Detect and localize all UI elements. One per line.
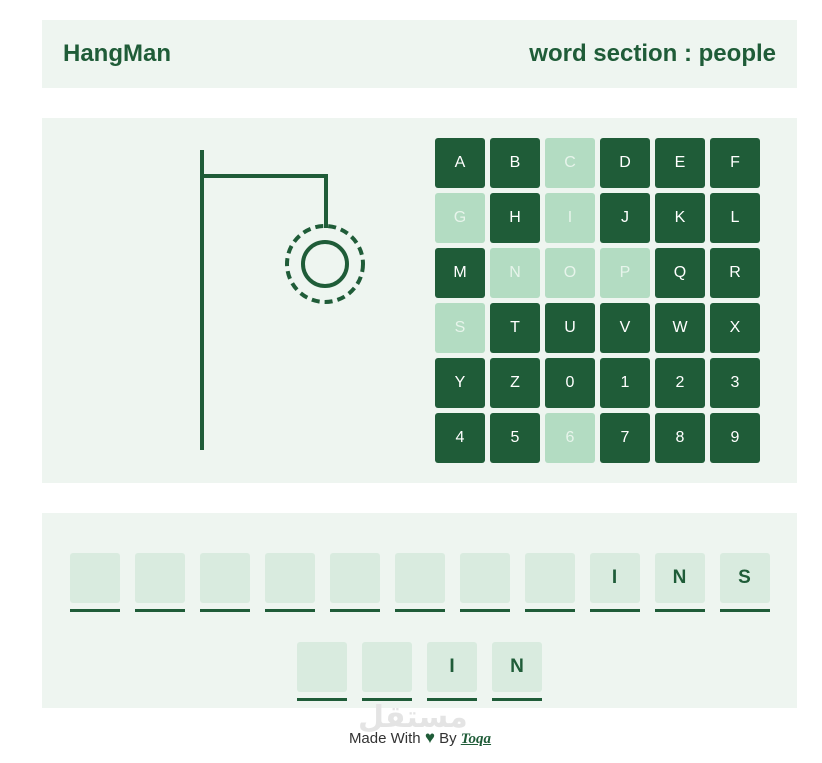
letter-slot-value <box>264 553 315 603</box>
letter-slot-value <box>134 553 185 603</box>
letter-key-0[interactable]: 0 <box>545 358 595 408</box>
letter-key-m[interactable]: M <box>435 248 485 298</box>
letter-slot-underline <box>589 609 640 612</box>
letter-slot-value: N <box>654 553 705 603</box>
letter-slot: S <box>719 553 770 612</box>
letter-slot-underline <box>199 609 250 612</box>
letter-key-d[interactable]: D <box>600 138 650 188</box>
letter-slot-underline <box>524 609 575 612</box>
letter-key-w[interactable]: W <box>655 303 705 353</box>
letter-slot-underline <box>69 609 120 612</box>
author-link[interactable]: Toqa <box>460 731 492 747</box>
letter-key-l[interactable]: L <box>710 193 760 243</box>
letter-key-a[interactable]: A <box>435 138 485 188</box>
letter-key-r[interactable]: R <box>710 248 760 298</box>
letter-key-q[interactable]: Q <box>655 248 705 298</box>
letter-slot: N <box>654 553 705 612</box>
letter-slot-value: N <box>492 642 542 692</box>
letter-slot <box>329 553 380 612</box>
letter-slot: N <box>492 642 542 701</box>
letter-key-2[interactable]: 2 <box>655 358 705 408</box>
letter-key-c[interactable]: C <box>545 138 595 188</box>
letter-slot-value <box>524 553 575 603</box>
letter-key-7[interactable]: 7 <box>600 413 650 463</box>
letter-key-i[interactable]: I <box>545 193 595 243</box>
letter-key-p[interactable]: P <box>600 248 650 298</box>
letter-slot <box>459 553 510 612</box>
letter-slot-underline <box>394 609 445 612</box>
letter-slot-value <box>394 553 445 603</box>
noose-inner-ring <box>301 240 349 288</box>
letter-key-u[interactable]: U <box>545 303 595 353</box>
letter-key-k[interactable]: K <box>655 193 705 243</box>
letter-slot <box>264 553 315 612</box>
letter-key-1[interactable]: 1 <box>600 358 650 408</box>
letter-slot-underline <box>427 698 477 701</box>
letter-key-g[interactable]: G <box>435 193 485 243</box>
letter-key-b[interactable]: B <box>490 138 540 188</box>
letter-slot <box>134 553 185 612</box>
letter-key-h[interactable]: H <box>490 193 540 243</box>
letter-key-x[interactable]: X <box>710 303 760 353</box>
letter-key-f[interactable]: F <box>710 138 760 188</box>
letter-key-v[interactable]: V <box>600 303 650 353</box>
letter-slot <box>69 553 120 612</box>
noose-outer-ring <box>285 224 365 304</box>
letter-slot <box>297 642 347 701</box>
letter-key-6[interactable]: 6 <box>545 413 595 463</box>
letter-slot: I <box>589 553 640 612</box>
letter-slot-value <box>297 642 347 692</box>
letter-slot <box>394 553 445 612</box>
hangman-drawing <box>200 150 365 450</box>
letter-slot: I <box>427 642 477 701</box>
letter-key-4[interactable]: 4 <box>435 413 485 463</box>
letter-slot-value <box>459 553 510 603</box>
letter-slot <box>199 553 250 612</box>
letter-key-j[interactable]: J <box>600 193 650 243</box>
letter-key-t[interactable]: T <box>490 303 540 353</box>
letter-key-5[interactable]: 5 <box>490 413 540 463</box>
letter-key-9[interactable]: 9 <box>710 413 760 463</box>
letter-slot-value: S <box>719 553 770 603</box>
letter-slot-underline <box>134 609 185 612</box>
letter-slot <box>524 553 575 612</box>
letter-key-n[interactable]: N <box>490 248 540 298</box>
footer: Made With ♥ By Toqa <box>0 728 822 748</box>
letter-key-y[interactable]: Y <box>435 358 485 408</box>
letter-slot-underline <box>264 609 315 612</box>
letter-key-8[interactable]: 8 <box>655 413 705 463</box>
letter-slot-underline <box>719 609 770 612</box>
watermark: مستقل <box>358 700 468 735</box>
letter-key-3[interactable]: 3 <box>710 358 760 408</box>
letter-slot-underline <box>297 698 347 701</box>
letter-key-s[interactable]: S <box>435 303 485 353</box>
letter-key-o[interactable]: O <box>545 248 595 298</box>
letter-slot-value: I <box>589 553 640 603</box>
letter-slot-value: I <box>427 642 477 692</box>
letter-slot-underline <box>362 698 412 701</box>
header-bar: HangMan word section : people <box>42 20 797 88</box>
heart-icon: ♥ <box>424 728 435 747</box>
letter-key-z[interactable]: Z <box>490 358 540 408</box>
letter-slot-underline <box>492 698 542 701</box>
letter-slot-value <box>362 642 412 692</box>
app-logo: HangMan <box>63 40 171 67</box>
letter-slot-value <box>199 553 250 603</box>
letter-slot-value <box>329 553 380 603</box>
word-section-label: word section : people <box>529 40 776 67</box>
letter-slot-underline <box>654 609 705 612</box>
footer-by: By <box>439 730 457 747</box>
letter-slot-value <box>69 553 120 603</box>
letter-slot-underline <box>459 609 510 612</box>
letter-slot-underline <box>329 609 380 612</box>
letter-key-e[interactable]: E <box>655 138 705 188</box>
letter-slot <box>362 642 412 701</box>
footer-made-with: Made With <box>348 730 421 747</box>
